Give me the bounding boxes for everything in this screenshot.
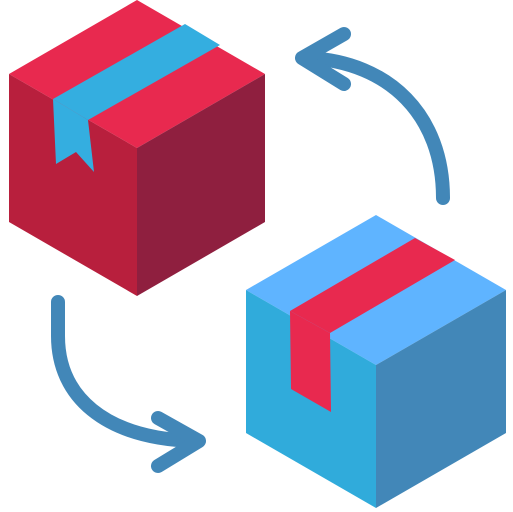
lower-arrow-curve xyxy=(51,295,200,448)
upper-arrow-head xyxy=(295,27,351,91)
red-box-icon xyxy=(9,0,265,296)
red-box-left-face xyxy=(9,74,137,296)
blue-box-icon xyxy=(246,215,506,508)
lower-arrow-icon xyxy=(51,295,206,473)
upper-arrow-curve xyxy=(301,51,450,205)
red-tape-flap xyxy=(290,311,331,412)
upper-arrow-icon xyxy=(295,27,450,205)
red-tape-top xyxy=(290,238,455,333)
lower-arrow-head xyxy=(151,411,206,473)
red-box-right-face xyxy=(137,74,265,296)
blue-tape-top xyxy=(53,24,220,120)
blue-tape-flap xyxy=(53,99,94,172)
blue-box-right-face xyxy=(376,290,506,508)
